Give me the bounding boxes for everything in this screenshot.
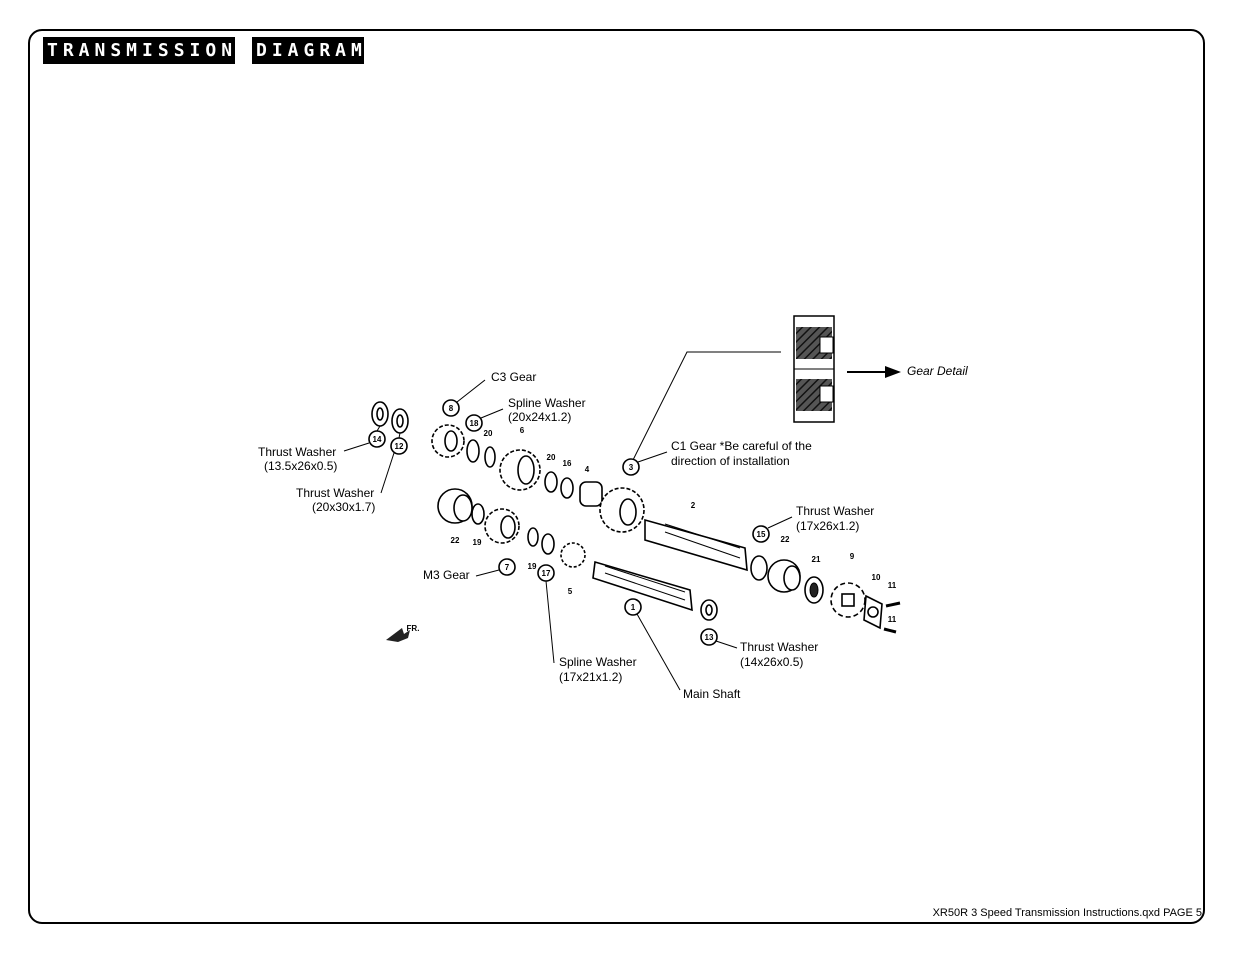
callout-labels: C3 Gear Spline Washer (20x24x1.2) Thrust… bbox=[258, 370, 874, 701]
num-19b: 19 bbox=[528, 562, 537, 571]
label-thrust-washer-20-l1: Thrust Washer bbox=[296, 486, 374, 500]
front-arrow bbox=[386, 628, 410, 642]
num-12: 12 bbox=[395, 442, 404, 451]
circled-numbers: 14 12 8 18 3 15 7 17 1 13 bbox=[368, 399, 770, 646]
gear-detail-label: Gear Detail bbox=[907, 364, 968, 378]
label-thrust-washer-13-l1: Thrust Washer bbox=[258, 445, 336, 459]
label-spline-washer-20-l2: (20x24x1.2) bbox=[508, 410, 571, 424]
label-thrust-washer-14-l1: Thrust Washer bbox=[740, 640, 818, 654]
label-spline-washer-17-l2: (17x21x1.2) bbox=[559, 670, 622, 684]
bolt-11a bbox=[885, 601, 901, 608]
footer-filename: XR50R 3 Speed Transmission Instructions.… bbox=[932, 907, 1202, 919]
label-thrust-washer-14-l2: (14x26x0.5) bbox=[740, 655, 803, 669]
part-4-bushing bbox=[579, 481, 603, 507]
num-7: 7 bbox=[505, 563, 510, 572]
num-11a: 11 bbox=[888, 581, 897, 590]
front-label: FR. bbox=[407, 624, 420, 633]
num-3: 3 bbox=[629, 463, 634, 472]
title-transmission: TRANSMISSION bbox=[43, 37, 235, 64]
num-15: 15 bbox=[757, 530, 766, 539]
num-22b: 22 bbox=[781, 535, 790, 544]
label-spline-washer-17-l1: Spline Washer bbox=[559, 655, 637, 669]
part-20a bbox=[484, 446, 496, 468]
label-main-shaft: Main Shaft bbox=[683, 687, 741, 701]
part-19b bbox=[527, 527, 539, 547]
page-frame bbox=[28, 29, 1205, 924]
label-m3-gear: M3 Gear bbox=[423, 568, 470, 582]
num-8: 8 bbox=[449, 404, 454, 413]
gear-detail-inset bbox=[793, 315, 835, 423]
num-4: 4 bbox=[585, 465, 590, 474]
label-c1-gear-l1: C1 Gear *Be careful of the bbox=[671, 439, 812, 453]
num-13: 13 bbox=[705, 633, 714, 642]
num-17: 17 bbox=[542, 569, 551, 578]
num-9: 9 bbox=[850, 552, 855, 561]
title-diagram: DIAGRAM bbox=[252, 37, 364, 64]
c1-leader-line bbox=[632, 351, 781, 461]
part-17 bbox=[541, 533, 555, 555]
num-18: 18 bbox=[470, 419, 479, 428]
num-11b: 11 bbox=[888, 615, 897, 624]
plain-numbers: 20 6 20 16 4 2 22 21 9 10 11 11 22 19 19… bbox=[451, 426, 897, 624]
label-spline-washer-20-l1: Spline Washer bbox=[508, 396, 586, 410]
num-6: 6 bbox=[520, 426, 525, 435]
label-thrust-washer-17-l1: Thrust Washer bbox=[796, 504, 874, 518]
part-16 bbox=[560, 477, 574, 499]
label-c1-gear-l2: direction of installation bbox=[671, 454, 790, 468]
bolt-11b bbox=[883, 627, 897, 634]
part-18 bbox=[466, 439, 480, 463]
num-19a: 19 bbox=[473, 538, 482, 547]
num-16: 16 bbox=[563, 459, 572, 468]
num-10: 10 bbox=[872, 573, 881, 582]
num-22a: 22 bbox=[451, 536, 460, 545]
num-20a: 20 bbox=[484, 429, 493, 438]
countershaft-parts bbox=[371, 401, 901, 634]
part-19a bbox=[471, 503, 485, 525]
label-thrust-washer-13-l2: (13.5x26x0.5) bbox=[264, 459, 337, 473]
num-14: 14 bbox=[373, 435, 382, 444]
num-21: 21 bbox=[812, 555, 821, 564]
num-1: 1 bbox=[631, 603, 636, 612]
label-thrust-washer-17-l2: (17x26x1.2) bbox=[796, 519, 859, 533]
num-20b: 20 bbox=[547, 453, 556, 462]
gear-5 bbox=[560, 542, 586, 568]
label-c3-gear: C3 Gear bbox=[491, 370, 536, 384]
leader-lines bbox=[343, 379, 793, 691]
label-thrust-washer-20-l2: (20x30x1.7) bbox=[312, 500, 375, 514]
gear-detail-arrowhead bbox=[885, 366, 901, 378]
num-2: 2 bbox=[691, 501, 696, 510]
mainshaft-parts bbox=[437, 488, 718, 621]
part-15 bbox=[750, 555, 768, 581]
part-20b bbox=[544, 471, 558, 493]
num-5: 5 bbox=[568, 587, 573, 596]
